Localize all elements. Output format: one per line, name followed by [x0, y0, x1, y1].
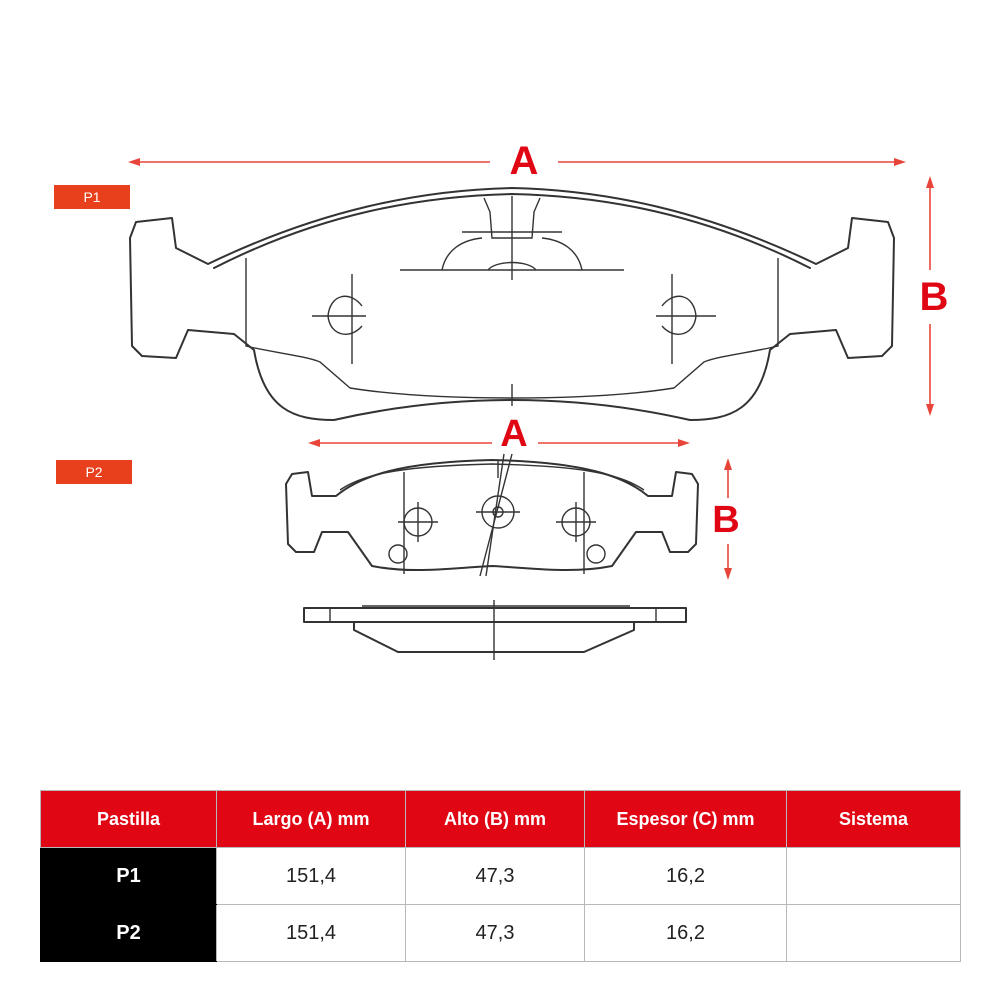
cell-pastilla: P2 [40, 904, 217, 962]
p2-tag-label: P2 [85, 464, 102, 480]
header-pastilla: Pastilla [40, 790, 217, 848]
cell-sistema [786, 847, 961, 905]
cell-espesor: 16,2 [584, 847, 787, 905]
p2-tag: P2 [56, 460, 132, 484]
p2-length-dimension: A [308, 413, 690, 455]
header-espesor: Espesor (C) mm [584, 790, 787, 848]
cell-largo: 151,4 [216, 847, 406, 905]
header-alto: Alto (B) mm [405, 790, 585, 848]
table-row: P2 151,4 47,3 16,2 [40, 904, 961, 962]
p1-height-dimension: B [920, 176, 949, 416]
table-header-row: Pastilla Largo (A) mm Alto (B) mm Espeso… [40, 790, 961, 848]
cell-pastilla: P1 [40, 847, 217, 905]
brake-pad-diagram: P1 P2 A B [54, 139, 949, 660]
cell-espesor: 16,2 [584, 904, 787, 962]
p2-height-label: B [712, 499, 739, 541]
header-sistema: Sistema [786, 790, 961, 848]
p2-length-label: A [500, 413, 527, 455]
p2-pad-outline [285, 453, 699, 577]
header-largo: Largo (A) mm [216, 790, 406, 848]
p1-tag: P1 [54, 185, 130, 209]
p1-length-dimension: A [128, 139, 906, 183]
cell-sistema [786, 904, 961, 962]
p1-length-label: A [510, 139, 539, 183]
cell-largo: 151,4 [216, 904, 406, 962]
p2-height-dimension: B [712, 458, 740, 580]
p1-height-label: B [920, 275, 949, 319]
p2-side-view [303, 600, 687, 660]
table-row: P1 151,4 47,3 16,2 [40, 847, 961, 905]
p1-tag-label: P1 [83, 189, 100, 205]
specifications-table: Pastilla Largo (A) mm Alto (B) mm Espeso… [40, 790, 961, 962]
cell-alto: 47,3 [405, 904, 585, 962]
p1-pad-outline [129, 187, 895, 421]
cell-alto: 47,3 [405, 847, 585, 905]
